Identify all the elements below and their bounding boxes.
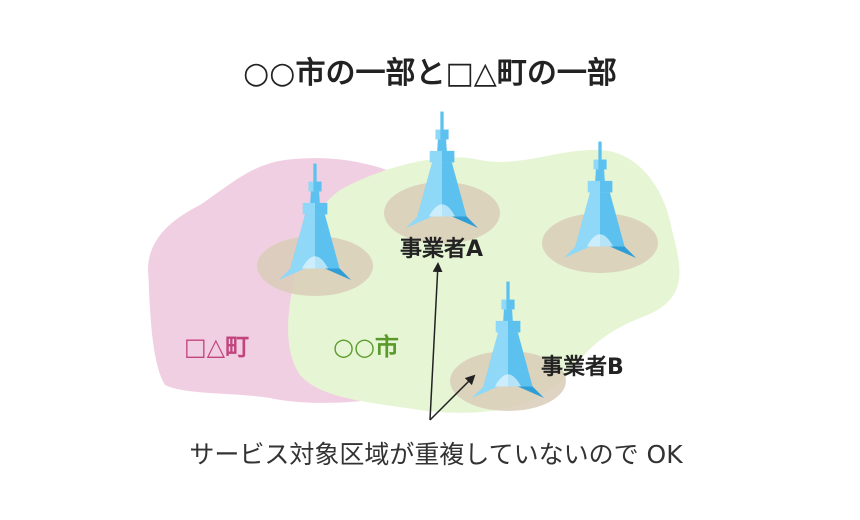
caption: サービス対象区域が重複していないので OK	[189, 440, 683, 469]
arrow-to-operator-b	[429, 374, 476, 421]
operator-a-label: 事業者A	[400, 236, 483, 262]
arrow-to-operator-a	[429, 262, 443, 421]
operator-b-label: 事業者B	[541, 354, 624, 380]
town-label: □△町	[184, 333, 249, 361]
diagram-title: ○○市の一部と□△町の一部	[243, 56, 617, 91]
city-label: ○○市	[333, 333, 399, 361]
